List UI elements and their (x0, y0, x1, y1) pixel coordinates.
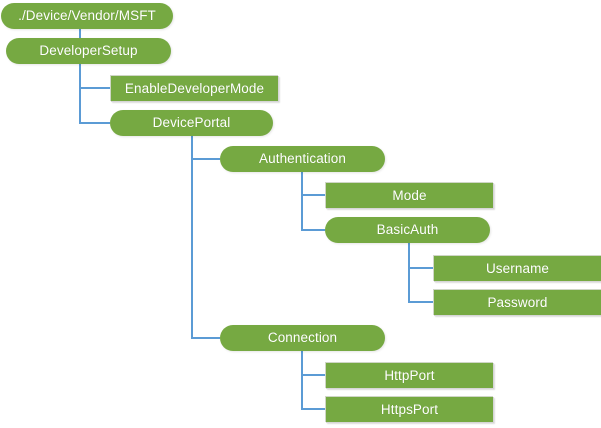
node-https-port[interactable]: HttpsPort (325, 396, 493, 422)
connector-developer-setup-to-enable-developer-mode (79, 64, 110, 89)
node-label: HttpPort (384, 367, 435, 383)
node-password[interactable]: Password (433, 289, 601, 315)
node-label: Authentication (259, 151, 346, 167)
node-username[interactable]: Username (433, 255, 601, 281)
node-label: Password (487, 294, 548, 310)
node-mode[interactable]: Mode (325, 182, 493, 208)
connector-authentication-to-mode (301, 172, 325, 196)
connector-device-portal-to-connection (191, 136, 220, 339)
connector-device-portal-to-authentication (191, 136, 220, 160)
connector-connection-to-http-port (301, 351, 325, 376)
node-label: HttpsPort (380, 401, 439, 417)
node-connection[interactable]: Connection (220, 325, 385, 351)
node-developer-setup[interactable]: DeveloperSetup (6, 38, 171, 64)
node-label: ./Device/Vendor/MSFT (18, 8, 156, 24)
node-http-port[interactable]: HttpPort (325, 362, 493, 388)
node-label: EnableDeveloperMode (124, 80, 265, 96)
node-authentication[interactable]: Authentication (220, 146, 385, 172)
node-label: BasicAuth (376, 222, 439, 238)
node-label: DeveloperSetup (39, 43, 138, 59)
connector-authentication-to-basic-auth (301, 172, 325, 231)
connector-basic-auth-to-password (408, 243, 433, 303)
connector-developer-setup-to-device-portal (79, 64, 110, 124)
node-root[interactable]: ./Device/Vendor/MSFT (1, 3, 173, 29)
node-basic-auth[interactable]: BasicAuth (325, 217, 490, 243)
node-label: Connection (267, 330, 338, 346)
connector-connection-to-https-port (301, 351, 325, 410)
connector-basic-auth-to-username (408, 243, 433, 269)
node-label: Mode (392, 187, 427, 203)
node-label: Username (485, 260, 550, 276)
node-device-portal[interactable]: DevicePortal (110, 110, 273, 136)
node-label: DevicePortal (152, 115, 231, 131)
node-enable-developer-mode[interactable]: EnableDeveloperMode (110, 75, 278, 101)
